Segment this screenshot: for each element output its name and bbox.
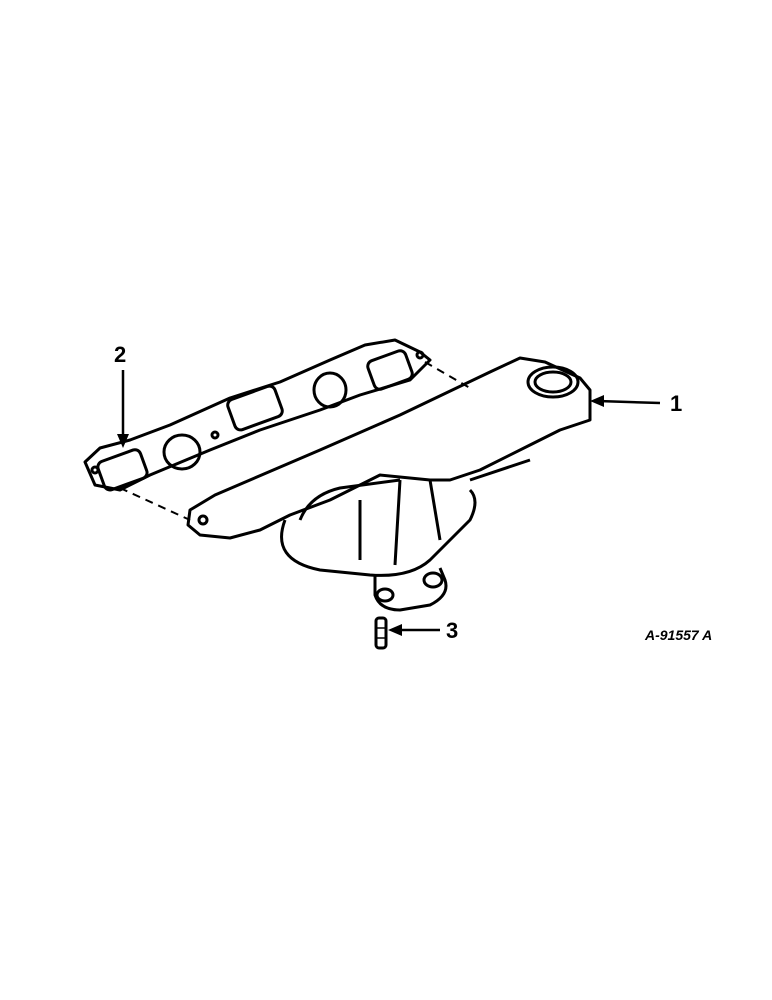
reference-code: A-91557 A <box>644 627 712 643</box>
arrow-head-3 <box>388 624 402 636</box>
leader-lines <box>121 370 661 632</box>
alignment-lines <box>119 361 471 521</box>
stud <box>374 616 388 650</box>
gasket <box>83 338 432 492</box>
exhaust-manifold <box>186 356 592 612</box>
callout-1: 1 <box>670 391 682 416</box>
arrow-head-1 <box>590 395 604 407</box>
callout-2: 2 <box>114 342 126 367</box>
arrow-head-2 <box>117 434 129 448</box>
callout-3: 3 <box>446 618 458 643</box>
